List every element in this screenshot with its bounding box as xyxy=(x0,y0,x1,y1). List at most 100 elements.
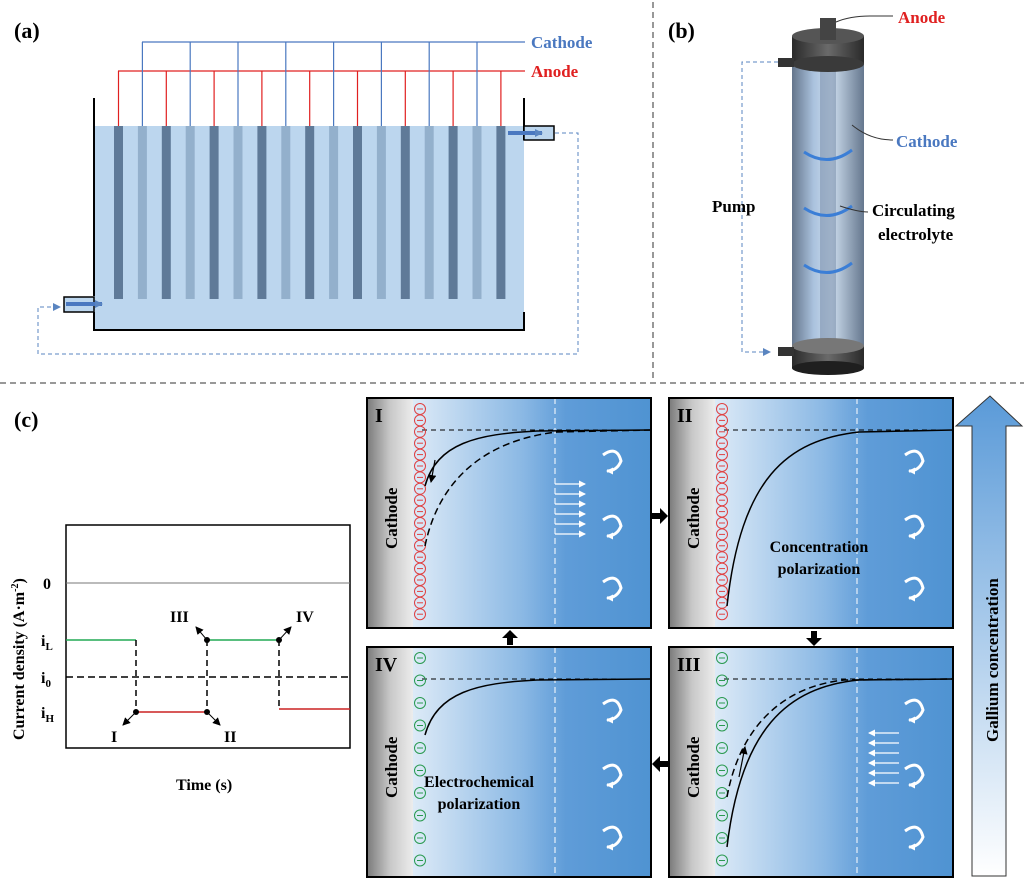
caption-line-1: Concentration xyxy=(770,539,869,556)
cathode-plate xyxy=(329,126,339,299)
outlet-pipe xyxy=(508,125,555,141)
box-frame xyxy=(366,397,652,629)
y-tick-iL: iL xyxy=(41,633,53,653)
negative-charge xyxy=(414,742,426,754)
circulation-swirl xyxy=(904,514,925,540)
circulation-swirl xyxy=(602,576,623,602)
tubular-reactor xyxy=(778,18,864,375)
panel-b-leaders xyxy=(835,15,894,213)
y-tick-zero: 0 xyxy=(43,576,51,593)
x-axis-label: Time (s) xyxy=(176,777,232,794)
negative-charge xyxy=(414,832,426,844)
cathode-plate xyxy=(185,126,195,299)
panel-b-circulating-line2: electrolyte xyxy=(878,225,954,244)
circulation-swirl xyxy=(904,449,925,475)
caption-line-2: polarization xyxy=(438,796,521,813)
panel-a-anode-label: Anode xyxy=(531,62,579,81)
anode-plate xyxy=(448,126,458,299)
negative-charge xyxy=(716,652,728,664)
concentration-profile xyxy=(424,678,652,736)
anode-plate xyxy=(400,126,410,299)
point-label-II: II xyxy=(224,729,236,746)
negative-charge xyxy=(414,719,426,732)
negative-charge xyxy=(716,742,728,754)
y-axis-label: Current density (A·m-2) xyxy=(10,578,28,740)
negative-charge xyxy=(716,697,728,709)
concentration-profile xyxy=(424,429,652,487)
box-frame xyxy=(668,646,954,878)
panel-b-cathode-label: Cathode xyxy=(896,132,958,151)
concentration-profile xyxy=(726,678,954,848)
negative-charge xyxy=(716,764,728,777)
concentration-profile xyxy=(726,429,954,607)
anode-plate xyxy=(209,126,219,299)
negative-charge xyxy=(414,787,426,799)
box-I: I Cathode xyxy=(366,397,652,629)
negative-charge xyxy=(716,719,728,732)
box-numeral: II xyxy=(677,405,693,427)
concentration-profile xyxy=(424,429,652,547)
negative-charge xyxy=(414,764,426,777)
box-III: III Cathode xyxy=(668,646,954,878)
cathode-label: Cathode xyxy=(382,736,401,798)
profile-shift-arrow xyxy=(738,746,748,778)
cathode-plate xyxy=(376,126,386,299)
cathode-plate xyxy=(233,126,243,299)
circulation-swirl xyxy=(602,763,623,789)
pump-loop xyxy=(741,61,778,356)
caption-line-1: Electrochemical xyxy=(424,774,534,791)
box-numeral: IV xyxy=(375,654,398,676)
panel-a-cathode-label: Cathode xyxy=(531,33,593,52)
cathode-label: Cathode xyxy=(684,487,703,549)
panel-b-pump-label: Pump xyxy=(712,197,755,216)
circulation-swirl xyxy=(904,763,925,789)
negative-charge xyxy=(414,854,426,867)
negative-charge xyxy=(716,608,728,621)
cathode-surface xyxy=(669,647,715,877)
electrode-plates xyxy=(114,42,506,299)
panel-b-circulating-line1: Circulating xyxy=(872,201,955,220)
y-tick-iH: iH xyxy=(41,705,54,725)
box-transition-arrows xyxy=(502,508,822,772)
inlet-pipe xyxy=(63,296,103,313)
circulation-swirl xyxy=(904,576,925,602)
cathode-label: Cathode xyxy=(382,487,401,549)
transition-points xyxy=(122,626,292,726)
negative-charge xyxy=(414,809,426,822)
anode-plate xyxy=(353,126,362,299)
circulation-swirl xyxy=(904,698,925,724)
box-numeral: III xyxy=(677,654,701,676)
circulation-swirl xyxy=(904,825,925,851)
cathode-plate xyxy=(424,126,434,299)
panel-label-a: (a) xyxy=(14,18,40,43)
cathode-surface xyxy=(669,398,715,628)
profile-shift-arrow xyxy=(428,459,437,483)
cathode-surface xyxy=(367,647,413,877)
point-label-III: III xyxy=(170,609,189,626)
cathode-label: Cathode xyxy=(684,736,703,798)
cathode-plate xyxy=(137,126,147,299)
circulation-swirl xyxy=(602,698,623,724)
caption-line-2: polarization xyxy=(778,561,861,578)
anode-plate xyxy=(305,126,315,299)
negative-charge xyxy=(716,674,728,687)
cathode-surface xyxy=(367,398,413,628)
point-label-IV: IV xyxy=(296,609,314,626)
box-frame xyxy=(668,397,954,629)
box-frame xyxy=(366,646,652,878)
current-profile xyxy=(66,639,350,713)
negative-charge xyxy=(414,652,426,664)
concentration-profile xyxy=(726,678,954,798)
negative-charge xyxy=(414,674,426,687)
circulation-swirl xyxy=(602,514,623,540)
anode-plate xyxy=(257,126,267,299)
point-label-I: I xyxy=(111,729,117,746)
cathode-plate xyxy=(472,126,482,299)
box-numeral: I xyxy=(375,405,383,427)
gallium-concentration-arrow xyxy=(954,395,1024,877)
panel-a-wiring xyxy=(118,41,525,72)
anode-plate xyxy=(114,126,123,299)
y-tick-i0: i0 xyxy=(41,670,51,690)
